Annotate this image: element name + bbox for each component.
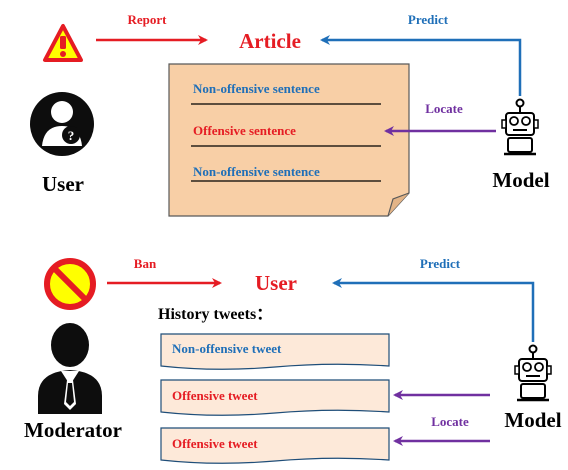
model-caption: Model	[504, 408, 561, 432]
tweet-card: Offensive tweet	[160, 379, 390, 416]
sentence-row: Non-offensive sentence	[191, 81, 381, 105]
sentence-text: Non-offensive sentence	[193, 164, 320, 179]
predict-arrow	[332, 278, 535, 342]
tweet-card: Offensive tweet	[160, 427, 390, 464]
predict-label: Predict	[408, 12, 449, 27]
robot-icon	[501, 98, 539, 156]
moderator-caption: Moderator	[24, 418, 122, 442]
tweet-text: Non-offensive tweet	[172, 341, 282, 356]
user-caption: User	[42, 172, 84, 196]
tweet-text: Offensive tweet	[172, 388, 258, 403]
report-label: Report	[128, 12, 168, 27]
sentence-text: Non-offensive sentence	[193, 81, 320, 96]
prohibited-icon	[44, 258, 96, 310]
predict-label: Predict	[420, 256, 461, 271]
svg-text:?: ?	[68, 128, 75, 143]
tweet-card: Non-offensive tweet	[160, 333, 390, 370]
model-caption: Model	[492, 168, 549, 192]
article-title: Article	[239, 29, 301, 53]
predict-arrow	[320, 35, 522, 96]
history-tweets-label: History tweets：	[158, 306, 272, 323]
tweet-text: Offensive tweet	[172, 436, 258, 451]
user-question-icon: ?	[30, 92, 94, 156]
ban-label: Ban	[134, 256, 157, 271]
sentence-row: Offensive sentence	[191, 123, 381, 147]
sentence-text: Offensive sentence	[193, 123, 296, 138]
robot-icon	[514, 344, 552, 402]
sentence-row: Non-offensive sentence	[191, 164, 381, 182]
banned-user-title: User	[255, 271, 297, 295]
moderator-icon	[38, 323, 102, 414]
locate-label: Locate	[431, 414, 469, 429]
warning-icon	[43, 24, 83, 62]
article-document	[168, 63, 410, 217]
locate-label: Locate	[425, 101, 463, 116]
